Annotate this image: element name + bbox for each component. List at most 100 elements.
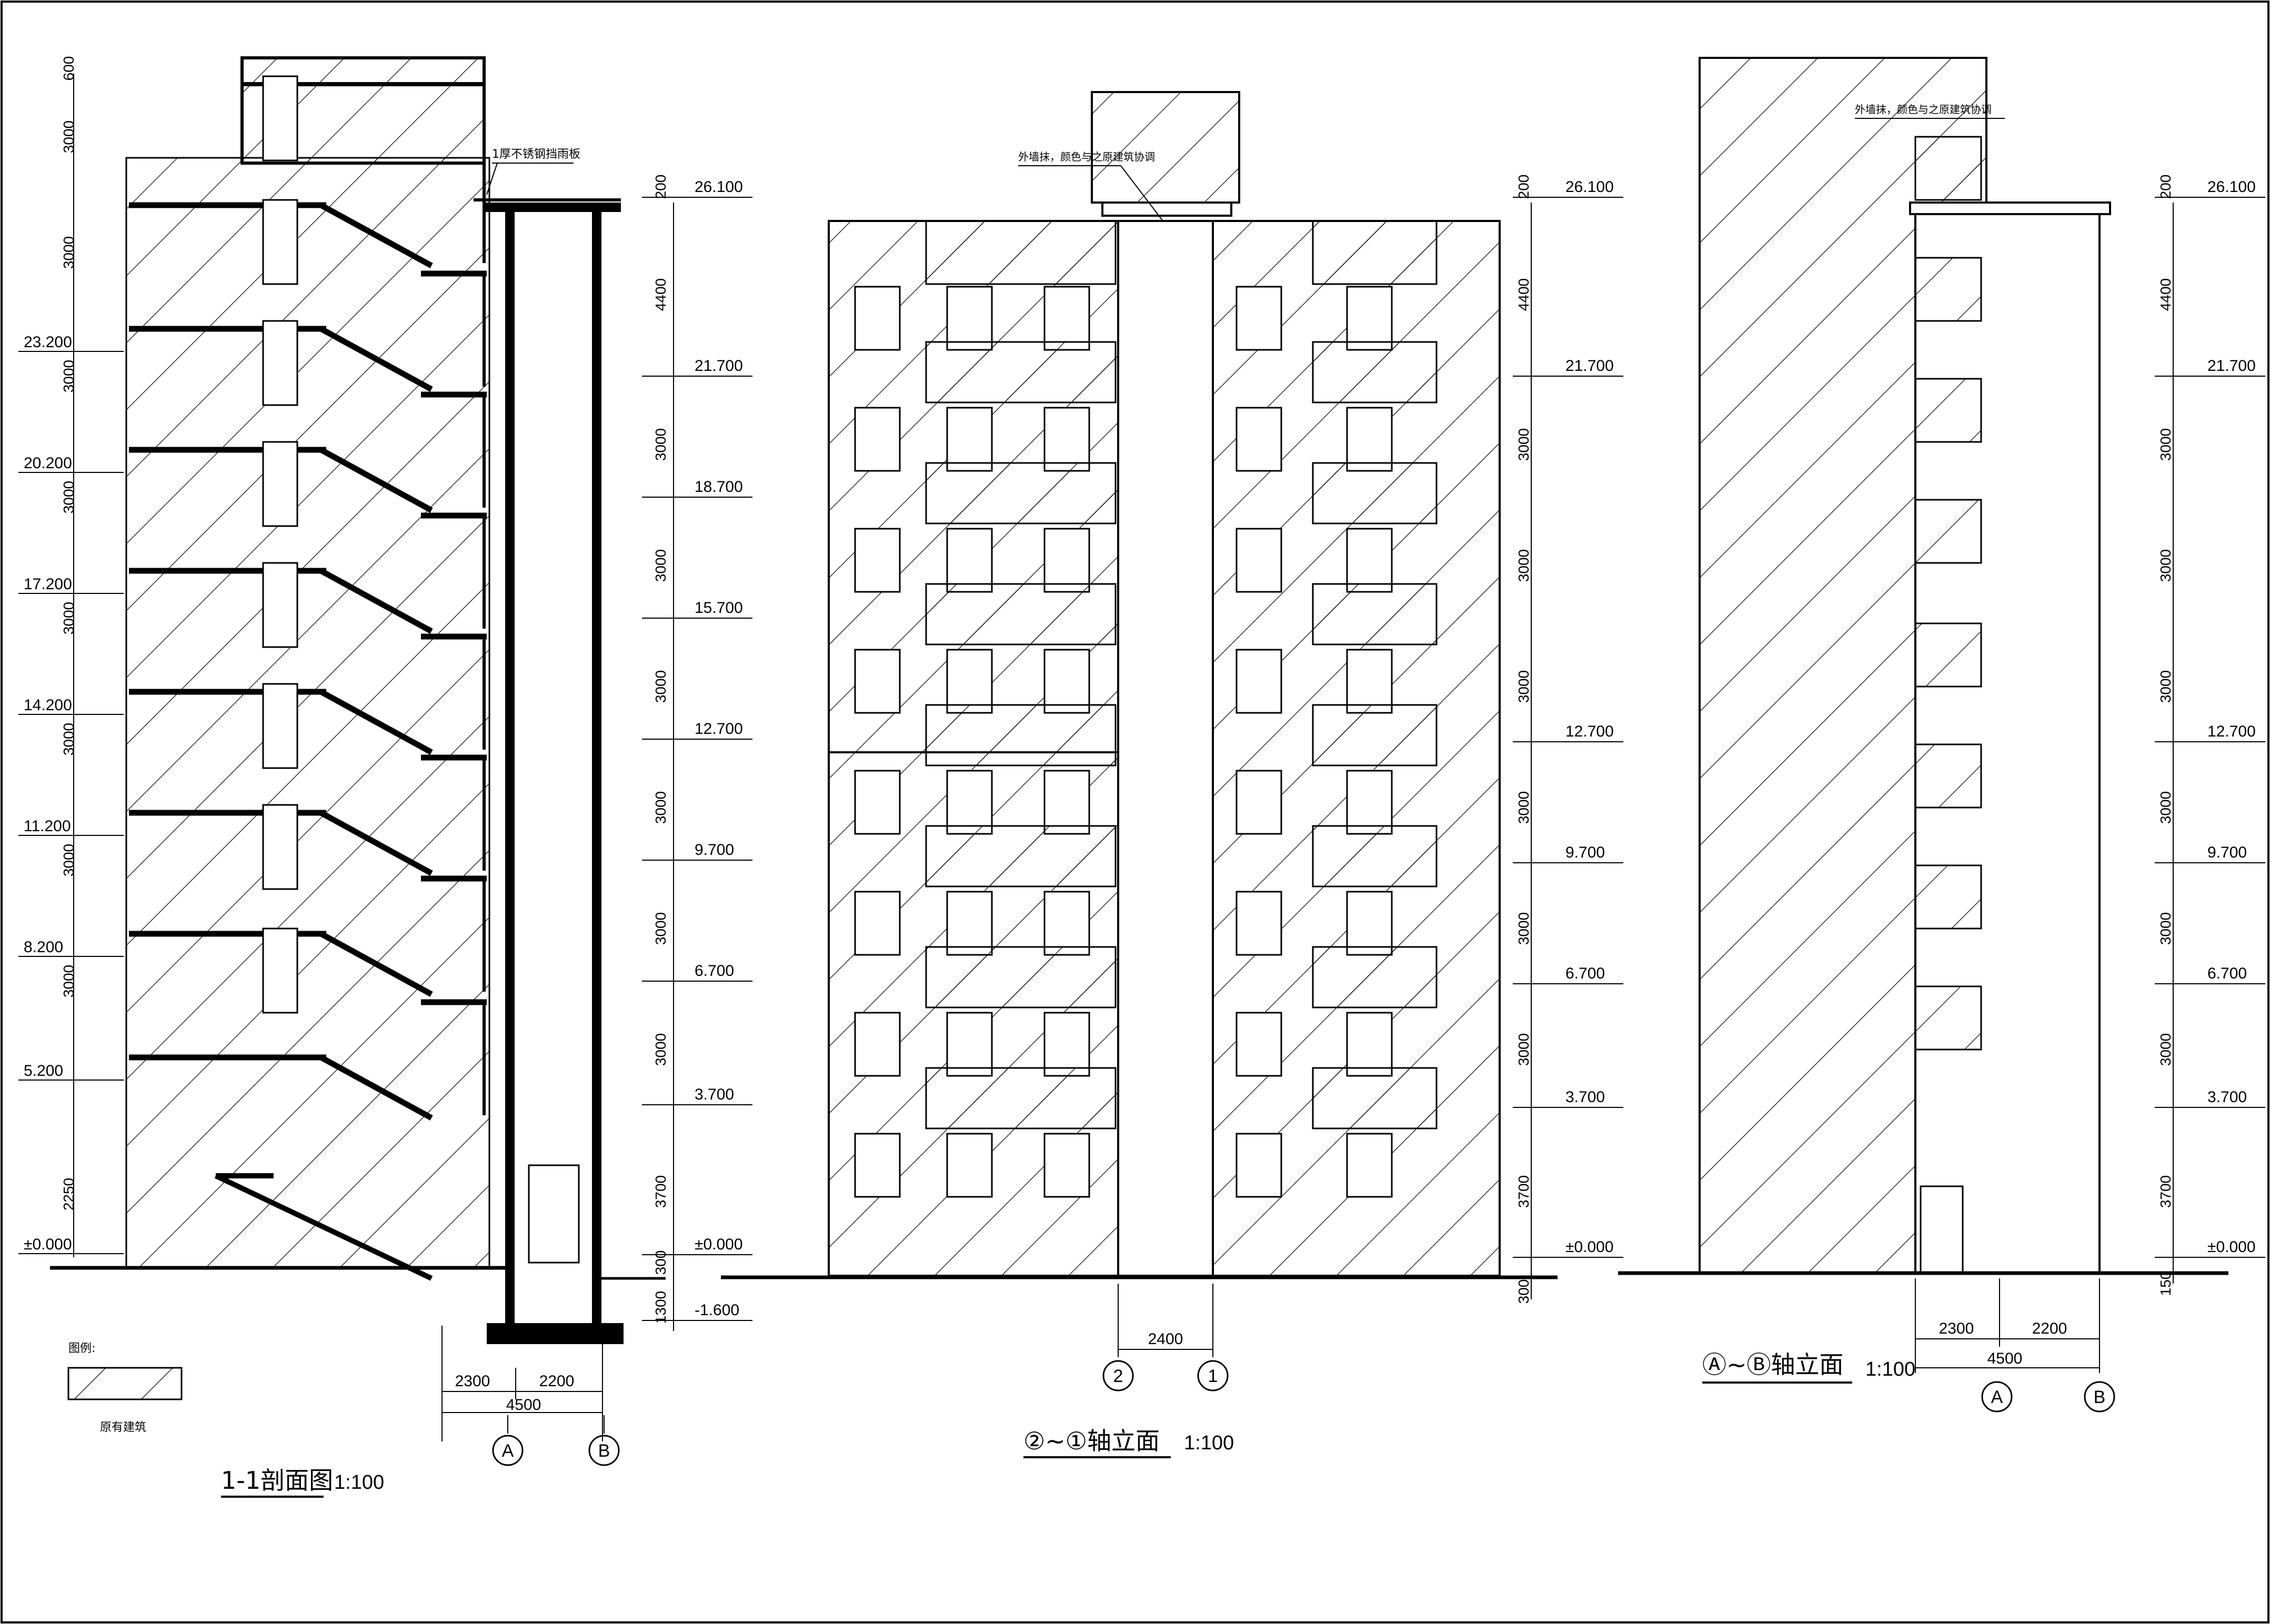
elevab-scale: 1:100	[1865, 1358, 1915, 1380]
elevab-level-6: ±0.000	[2207, 1238, 2256, 1256]
window	[1236, 1012, 1282, 1077]
section-dim-9: 2250	[61, 1178, 77, 1211]
elev21-title: ②~①轴立面	[1023, 1427, 1160, 1455]
existing-building-hatch	[125, 157, 490, 1269]
elev21-dim-2: 3000	[1515, 428, 1532, 461]
sec-level-6: 6.700	[695, 962, 734, 980]
section-level-4: 11.200	[24, 818, 71, 835]
sec-dim-2200: 2200	[539, 1373, 575, 1390]
window	[1236, 770, 1282, 835]
stair-flight	[319, 1055, 433, 1121]
elevab-level-5: 3.700	[2207, 1088, 2247, 1106]
elev21-dim-5: 3000	[1515, 791, 1532, 824]
window	[1236, 649, 1282, 714]
legend-title: 图例:	[68, 1342, 95, 1355]
sec-dim-4500: 4500	[506, 1396, 541, 1414]
sec-dim-5: 3000	[652, 791, 669, 824]
door-opening	[262, 441, 298, 527]
window	[1043, 1012, 1090, 1077]
sec-level-3: 15.700	[695, 599, 743, 617]
section-title: 1-1剖面图	[221, 1466, 333, 1495]
window	[1346, 286, 1393, 351]
sec-level-8: ±0.000	[695, 1236, 743, 1253]
window	[1043, 286, 1090, 351]
window	[854, 649, 901, 714]
roof-parapet	[1312, 220, 1438, 285]
elevab-dim-2200: 2200	[2032, 1320, 2067, 1337]
elev21-roof-tower	[1091, 91, 1240, 204]
window	[946, 1133, 993, 1198]
elev21-level-4: 6.700	[1565, 965, 1605, 982]
window	[854, 1012, 901, 1077]
elev21-level-5: 3.700	[1565, 1088, 1605, 1106]
door-opening	[262, 320, 298, 406]
window	[1346, 891, 1393, 956]
balcony	[1312, 1067, 1438, 1129]
door-opening	[262, 562, 298, 648]
section-right-levels: 26.10021.70018.70015.70012.7009.7006.700…	[642, 175, 752, 1324]
balcony	[925, 1067, 1117, 1129]
balcony-bay	[1914, 378, 1982, 443]
elev21-dim-7: 3000	[1515, 1033, 1532, 1066]
elev21-stair-core	[1117, 220, 1214, 1277]
elevab-dim-6: 3000	[2157, 912, 2174, 945]
elev21-level-1: 21.700	[1565, 357, 1614, 375]
sec-dim-10: 1300	[652, 1291, 669, 1324]
stair-flight	[319, 689, 433, 755]
window	[1043, 528, 1090, 593]
section-level-1: 20.200	[24, 455, 72, 472]
door-opening	[262, 75, 298, 162]
door-opening	[262, 804, 298, 890]
elev21-level-0: 26.100	[1565, 178, 1614, 196]
sec-level-2: 18.700	[695, 478, 743, 496]
elevab-dim-0: 200	[2157, 175, 2174, 199]
balcony	[1312, 583, 1438, 645]
balcony	[1312, 341, 1438, 404]
wall-note-2: 外墙抹，颜色与之原建筑协调	[1855, 103, 1992, 116]
window	[854, 770, 901, 835]
elevab-dim-3: 3000	[2157, 549, 2174, 582]
axis-B-bubble	[588, 1435, 620, 1466]
sec-level-5: 9.700	[695, 841, 734, 859]
axis-A-label: A	[502, 1441, 514, 1461]
door-opening	[262, 199, 298, 285]
elevab-levels: 26.10021.70012.7009.7006.7003.700±0.0002…	[2155, 175, 2265, 1296]
elev21-dim-1: 4400	[1515, 278, 1532, 311]
window	[1346, 407, 1393, 472]
window	[1236, 891, 1282, 956]
elev21-dim-2400: 2400	[1148, 1330, 1183, 1348]
section-left-levels: 23.20020.20017.20014.20011.2008.2005.200…	[18, 334, 124, 1254]
axis-1-bubble	[1197, 1360, 1229, 1391]
section-dim-6: 3000	[61, 723, 77, 755]
elevab-dim-2: 3000	[2157, 428, 2174, 461]
elevab-bays	[1914, 136, 1982, 1051]
elevab-axis-B-bubble	[2084, 1381, 2115, 1413]
balcony	[925, 341, 1117, 404]
section-level-0: 23.200	[24, 334, 72, 351]
sec-dim-4: 3000	[652, 670, 669, 703]
sec-dim-2300: 2300	[455, 1373, 490, 1390]
window	[1043, 1133, 1090, 1198]
elevab-level-0: 26.100	[2207, 178, 2256, 196]
section-dim-4: 3000	[61, 481, 77, 513]
elevab-roof-canopy	[1909, 201, 2111, 215]
section-dim-2: 3000	[61, 236, 77, 269]
section-level-3: 14.200	[24, 697, 72, 714]
sec-dim-7: 3000	[652, 1033, 669, 1066]
elevab-dim-8: 3700	[2157, 1175, 2174, 1208]
section-1-1: 1厚不锈钢挡雨板 23.20020.20017.20014.20011.2008…	[18, 56, 752, 1498]
sec-level-7: 3.700	[695, 1086, 734, 1103]
window	[1346, 770, 1393, 835]
elevab-dim-4500: 4500	[1987, 1350, 2023, 1367]
canopy-note: 1厚不锈钢挡雨板	[492, 148, 580, 161]
stair-flight	[319, 810, 433, 876]
elev21-roof-canopy	[1101, 201, 1232, 217]
window	[854, 1133, 901, 1198]
elevator-car	[528, 1164, 580, 1264]
elevab-dim-7: 3000	[2157, 1033, 2174, 1066]
stair-flight	[319, 568, 433, 634]
axis-A-bubble	[492, 1435, 524, 1466]
window	[946, 770, 993, 835]
elevator-shaft-roof	[484, 203, 621, 212]
